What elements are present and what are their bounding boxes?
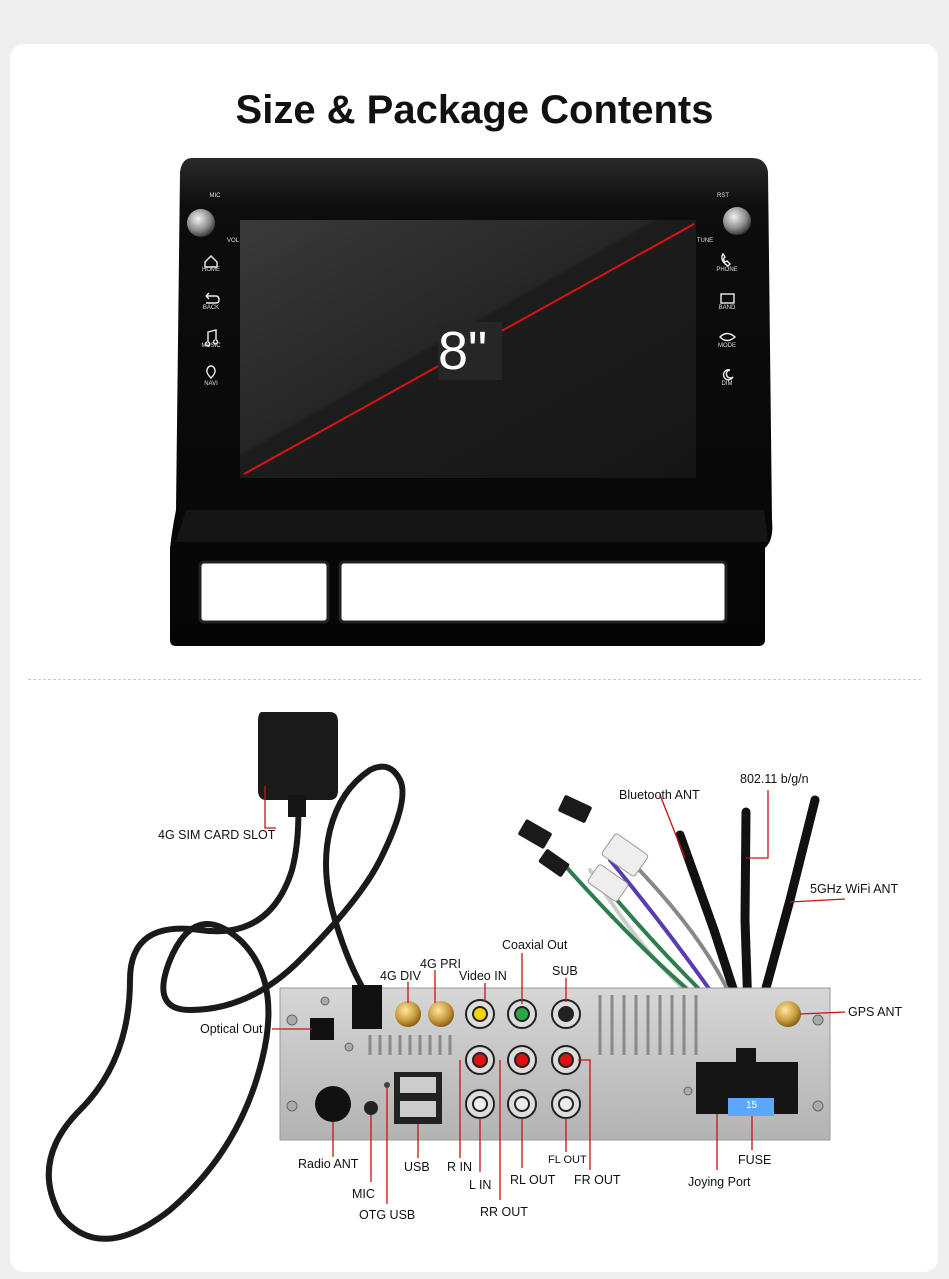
- fuse-value: 15: [746, 1100, 758, 1111]
- tune-knob[interactable]: [723, 207, 751, 235]
- sub-label: SUB: [552, 964, 578, 978]
- mic-label: MIC: [209, 193, 221, 199]
- home-label: HOME: [202, 267, 220, 273]
- radio-ant-label: Radio ANT: [298, 1157, 359, 1171]
- r-in-label: R IN: [447, 1160, 472, 1174]
- gps-ant-label: GPS ANT: [848, 1005, 903, 1019]
- joying-port-label: Joying Port: [688, 1175, 751, 1189]
- 4g-div-label: 4G DIV: [380, 969, 421, 983]
- tune-label: TUNE: [696, 238, 714, 244]
- navi-label: NAVI: [204, 381, 218, 387]
- video-in-label: Video IN: [459, 969, 507, 983]
- navi-icon[interactable]: [206, 365, 216, 379]
- band-icon[interactable]: [720, 293, 735, 304]
- mic-port-label: MIC: [352, 1187, 375, 1201]
- fuse-label: FUSE: [738, 1153, 772, 1167]
- wifi-24-label: 802.11 b/g/n: [740, 772, 809, 786]
- dim-label: DIM: [721, 381, 733, 387]
- optical-out-label: Optical Out: [200, 1022, 263, 1036]
- optical-port: [310, 1018, 334, 1040]
- volume-knob[interactable]: [187, 209, 215, 237]
- wifi-5ghz-label: 5GHz WiFi ANT: [810, 882, 899, 896]
- page-title: Size & Package Contents: [235, 88, 714, 132]
- rr-out-label: RR OUT: [480, 1205, 528, 1219]
- phone-label: PHONE: [716, 267, 738, 273]
- otg-usb-label: OTG USB: [359, 1208, 416, 1222]
- section-divider: [28, 679, 921, 680]
- rst-label: RST: [717, 193, 729, 199]
- music-label: MUSIC: [201, 343, 221, 349]
- bluetooth-ant-label: Bluetooth ANT: [619, 788, 700, 802]
- back-label: BACK: [202, 305, 220, 311]
- dim-icon[interactable]: [722, 369, 734, 381]
- coaxial-out-label: Coaxial Out: [502, 938, 568, 952]
- screen-size-label: 8": [438, 321, 488, 381]
- phone-icon[interactable]: [721, 252, 731, 267]
- fr-out-label: FR OUT: [574, 1173, 621, 1187]
- sim-card-box: [258, 712, 338, 800]
- band-label: BAND: [718, 305, 736, 311]
- fl-out-label: FL OUT: [548, 1154, 587, 1166]
- rl-out-label: RL OUT: [510, 1173, 556, 1187]
- back-icon[interactable]: [205, 292, 220, 304]
- vol-label: VOL: [226, 238, 239, 244]
- mode-label: MODE: [718, 343, 736, 349]
- music-icon[interactable]: [204, 329, 219, 347]
- home-icon[interactable]: [204, 255, 218, 268]
- usb-label: USB: [404, 1160, 430, 1174]
- l-in-label: L IN: [469, 1178, 492, 1192]
- 4g-pri-label: 4G PRI: [420, 957, 461, 971]
- sim-slot-label: 4G SIM CARD SLOT: [158, 828, 276, 842]
- mode-icon[interactable]: [719, 332, 737, 342]
